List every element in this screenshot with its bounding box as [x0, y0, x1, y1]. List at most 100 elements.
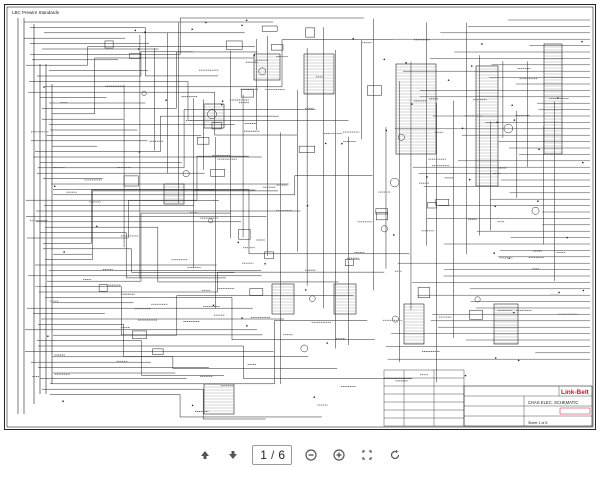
component	[469, 309, 483, 320]
component	[207, 109, 217, 119]
zoom-in-icon[interactable]	[330, 446, 348, 464]
junction-dot	[245, 19, 248, 22]
wire	[125, 232, 227, 279]
component	[208, 218, 213, 224]
component	[503, 123, 513, 134]
component	[375, 208, 388, 215]
wire	[217, 271, 385, 292]
junction-dot	[137, 48, 140, 50]
component	[129, 53, 141, 59]
component	[211, 122, 222, 130]
wire-label-group	[29, 39, 578, 412]
junction-dot	[341, 142, 343, 145]
junction-dot	[221, 100, 224, 102]
wire	[248, 189, 410, 255]
junction-dot	[496, 121, 498, 124]
junction-dot	[537, 200, 539, 202]
junction-dot	[144, 31, 146, 33]
component	[196, 137, 210, 145]
wire	[202, 389, 266, 420]
junction-dot	[324, 142, 327, 145]
revision-table	[383, 369, 465, 427]
junction-dot	[138, 151, 141, 153]
fit-page-icon[interactable]	[358, 446, 376, 464]
wire	[231, 297, 375, 341]
junction-dot	[581, 40, 583, 43]
junction-dot	[191, 404, 194, 407]
arrow-up-icon[interactable]	[196, 446, 214, 464]
junction-dot	[165, 99, 167, 101]
component	[390, 177, 400, 188]
component	[141, 90, 147, 96]
junction-dot	[134, 29, 137, 32]
component	[376, 212, 388, 221]
component	[271, 44, 284, 51]
connector-block	[493, 303, 519, 345]
component	[344, 259, 354, 266]
component	[182, 170, 190, 178]
wire	[243, 346, 413, 379]
page-number-box[interactable]: 1 / 6	[251, 445, 293, 465]
junction-dot	[95, 225, 98, 228]
junction-dot	[513, 119, 516, 121]
junction-dot	[411, 103, 413, 105]
junction-dot	[512, 311, 515, 314]
component	[309, 295, 316, 302]
junction-dot	[481, 43, 483, 45]
junction-dot	[352, 37, 355, 40]
junction-dot	[385, 129, 388, 132]
component	[392, 315, 399, 323]
component	[261, 25, 278, 32]
junction-dot	[405, 62, 407, 64]
wire	[131, 248, 235, 273]
connector-block	[543, 43, 563, 155]
junction-dot	[582, 161, 584, 164]
wire	[187, 81, 349, 121]
wire	[172, 356, 338, 369]
arrow-down-icon[interactable]	[224, 446, 242, 464]
zoom-out-icon[interactable]	[302, 446, 320, 464]
total-pages: 6	[278, 448, 286, 462]
wire	[196, 155, 249, 201]
wire	[141, 340, 224, 376]
junction-dot	[246, 325, 248, 327]
component	[397, 133, 405, 141]
junction-dot	[205, 21, 207, 24]
junction-dot	[212, 304, 215, 307]
wire	[128, 200, 219, 238]
wire	[92, 190, 279, 260]
rotate-icon[interactable]	[386, 446, 404, 464]
junction-dot	[47, 335, 49, 338]
junction-dot	[191, 28, 193, 31]
component	[249, 288, 264, 296]
junction-dot	[494, 205, 497, 208]
junction-dot	[220, 103, 223, 106]
wire	[140, 212, 231, 282]
junction-dot	[63, 251, 65, 253]
junction-dot	[393, 234, 395, 236]
junction-dot	[241, 317, 243, 319]
junction-dot	[304, 289, 307, 291]
wire	[294, 175, 373, 195]
junction-dot	[313, 396, 316, 398]
current-page[interactable]: 1	[260, 448, 267, 462]
junction-dot	[326, 342, 328, 344]
wire	[179, 394, 322, 418]
title-block: Link-Belt CHAS ELEC. SCHEMATIC Sheet 1 o…	[463, 385, 593, 427]
wire	[140, 51, 193, 76]
junction-dot	[264, 262, 266, 265]
junction-dot	[383, 58, 386, 61]
wire	[121, 286, 263, 336]
junction-dot	[493, 252, 495, 254]
junction-dot	[53, 185, 56, 187]
junction-dot	[517, 359, 520, 362]
wire	[183, 109, 316, 168]
component-group	[43, 19, 585, 415]
page-separator: /	[270, 448, 275, 462]
component	[381, 225, 388, 233]
wire-group	[24, 17, 590, 420]
component	[123, 175, 139, 187]
junction-dot	[253, 54, 256, 57]
junction-dot	[461, 127, 464, 130]
